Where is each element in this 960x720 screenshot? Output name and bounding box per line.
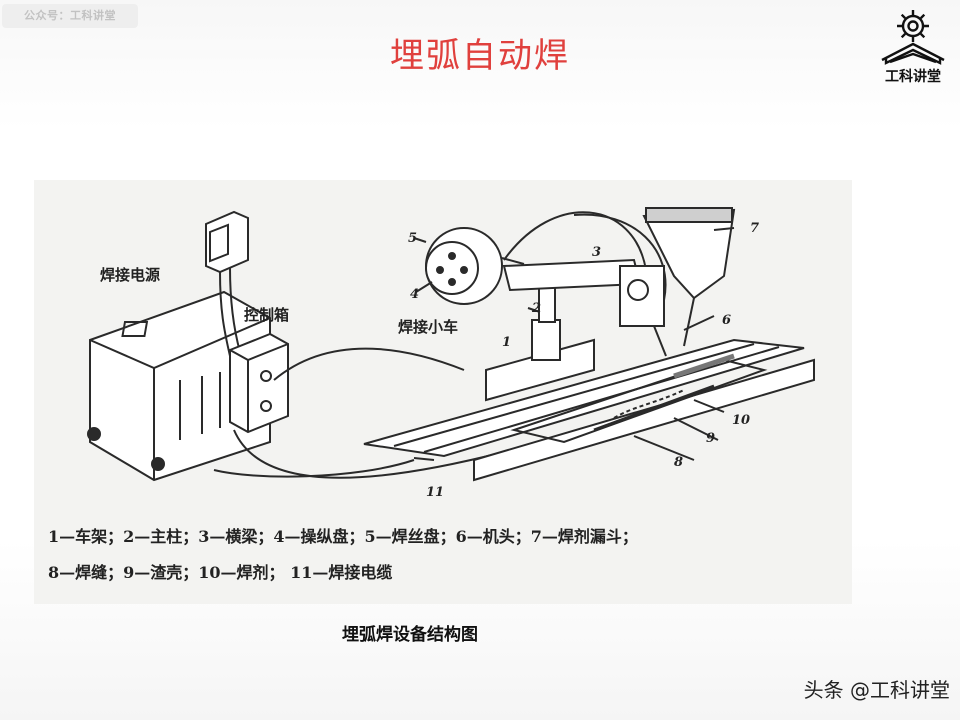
label-1: 1: [502, 335, 511, 350]
welding-head: [619, 265, 667, 357]
tractor-frame: [485, 273, 595, 402]
watermark-badge: 公众号：工科讲堂: [2, 4, 138, 28]
control-box: [229, 332, 289, 434]
meter-box: [205, 210, 249, 357]
label-6: 6: [722, 313, 731, 328]
label-9: 9: [706, 431, 715, 446]
label-10: 10: [732, 413, 750, 428]
equipment-diagram: 焊接电源 控制箱 焊接小车 1 2 3 4 5 6 7 8 9 10 11 1—…: [48, 207, 815, 582]
flux-hopper: [642, 207, 736, 347]
weld-seam: [593, 384, 715, 432]
label-power-source: 焊接电源: [100, 266, 160, 284]
label-3: 3: [592, 245, 601, 260]
wire-reel: [425, 227, 503, 305]
diagram-figure: 焊接电源 控制箱 焊接小车 1 2 3 4 5 6 7 8 9 10 11 1—…: [34, 180, 852, 604]
page-title: 埋弧自动焊: [390, 36, 570, 76]
cable-arc: [503, 211, 647, 271]
label-4: 4: [410, 287, 419, 302]
gear-book-icon: [881, 10, 945, 65]
label-5: 5: [408, 231, 417, 246]
label-7: 7: [750, 221, 759, 236]
label-tractor: 焊接小车: [398, 318, 458, 336]
power-source-box: [87, 290, 271, 482]
label-2: 2: [531, 301, 541, 316]
legend-line-2: 8—焊缝；9—渣壳；10—焊剂； 11—焊接电缆: [48, 563, 392, 582]
slag-shell: [613, 389, 685, 419]
workpiece-plate: [510, 358, 768, 444]
label-control-box: 控制箱: [244, 306, 289, 324]
cable-control-to-tractor: [273, 347, 465, 381]
credit-watermark: 头条 @工科讲堂: [803, 678, 950, 702]
cable-11: [233, 429, 505, 479]
flux-pile: [673, 353, 735, 379]
logo-text: 工科讲堂: [885, 69, 941, 85]
figure-caption: 埋弧焊设备结构图: [342, 625, 478, 645]
label-8: 8: [674, 455, 683, 470]
label-11: 11: [426, 485, 444, 500]
legend-line-1: 1—车架；2—主柱；3—横梁；4—操纵盘；5—焊丝盘；6—机头；7—焊剂漏斗；: [48, 527, 638, 546]
